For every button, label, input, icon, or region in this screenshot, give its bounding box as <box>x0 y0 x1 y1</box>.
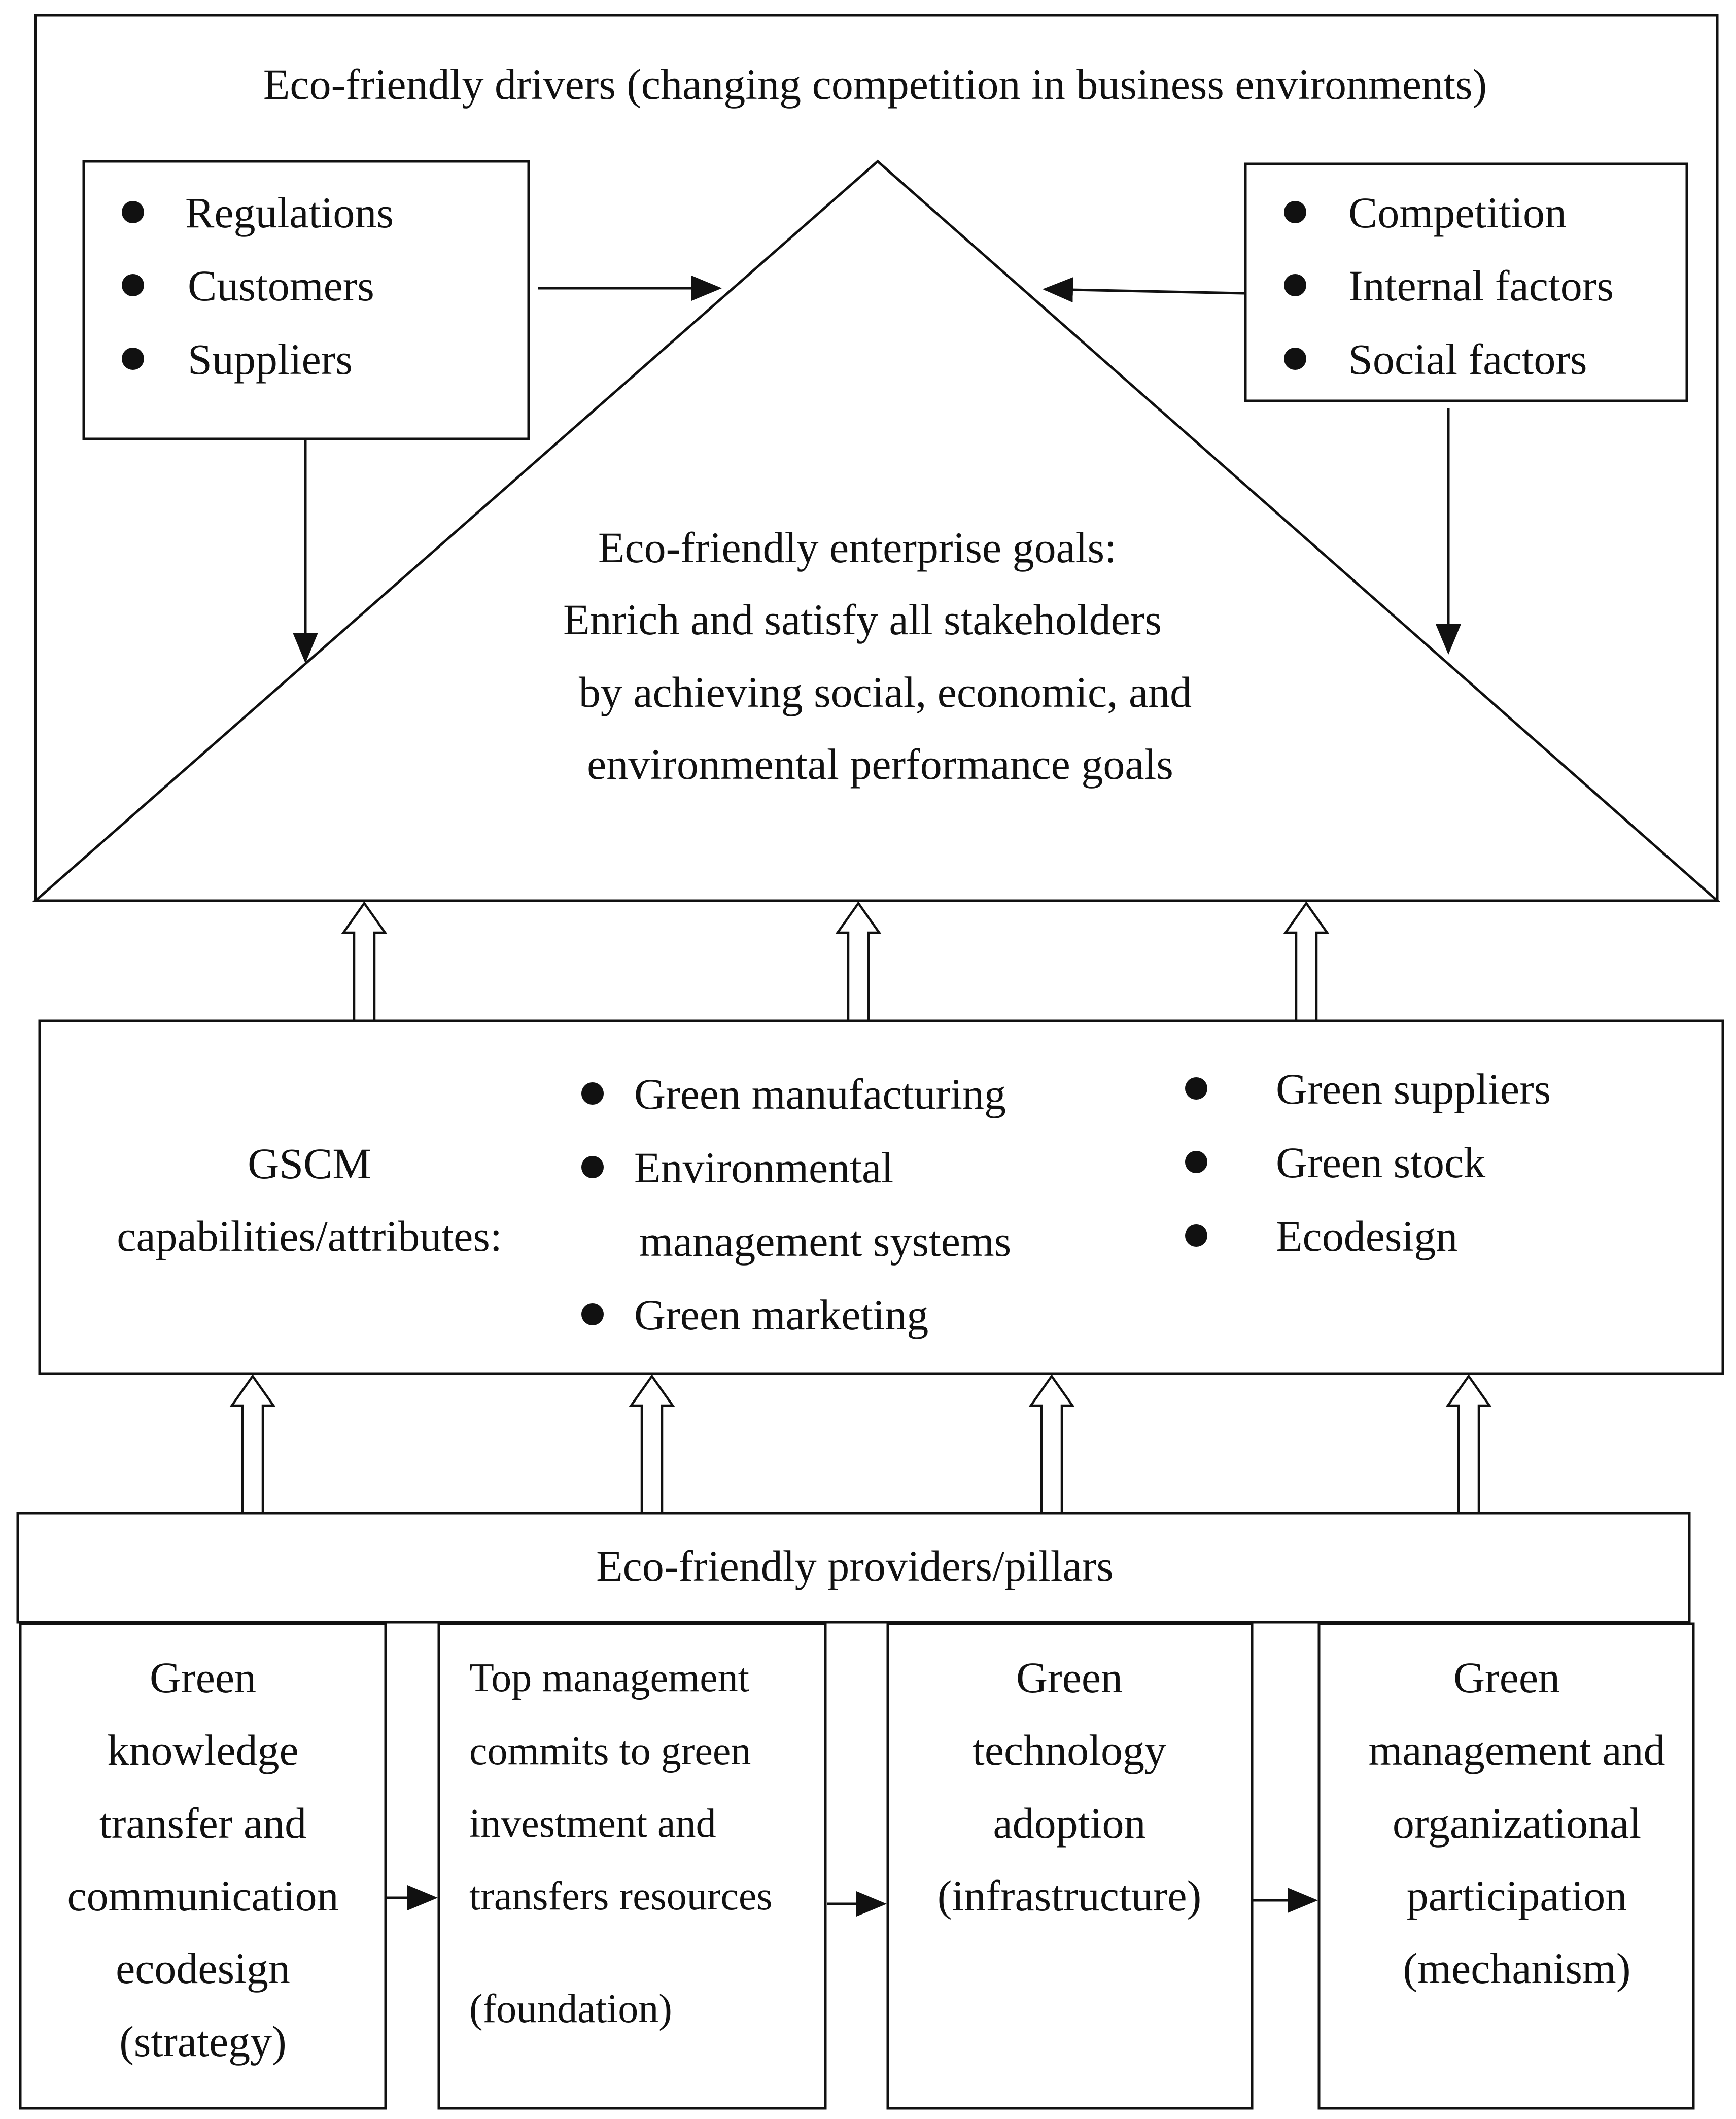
gscm-list-col2: Green suppliers Green stock Ecodesign <box>1185 1065 1551 1260</box>
pillar-box-foundation <box>437 1622 827 2110</box>
bullet <box>1284 201 1306 223</box>
driver-customers: Customers <box>188 261 374 310</box>
pillar-box-strategy <box>19 1622 387 2110</box>
pillar-foundation-line-3: investment and <box>469 1801 716 1846</box>
drivers-left-list: Regulations Customers Suppliers <box>122 188 394 384</box>
pillars-header-box <box>16 1512 1691 1624</box>
goals-triangle <box>32 159 1721 902</box>
driver-internal-factors: Internal factors <box>1348 261 1614 310</box>
hollow-arrow-up <box>1445 1374 1492 1515</box>
pillar-infrastructure-line-3: adoption <box>993 1799 1146 1848</box>
goals-line-1: Eco-friendly enterprise goals: <box>598 523 1117 572</box>
goals-line-2: Enrich and satisfy all stakeholders <box>563 595 1162 644</box>
drivers-right-box <box>1244 162 1688 402</box>
pillar-foundation-line-1: Top management <box>469 1656 749 1700</box>
goals-line-4: environmental performance goals <box>587 740 1173 789</box>
bullet <box>122 274 144 296</box>
gscm-green-stock: Green stock <box>1276 1138 1485 1187</box>
bullet <box>122 201 144 223</box>
pillars-title: Eco-friendly providers/pillars <box>596 1542 1114 1590</box>
pillar-mechanism-line-1: Green <box>1453 1653 1560 1702</box>
hollow-arrow-up <box>835 901 882 1022</box>
gscm-label-line-1: GSCM <box>248 1139 371 1188</box>
drivers-title: Eco-friendly drivers (changing competiti… <box>263 60 1487 109</box>
driver-social-factors: Social factors <box>1348 335 1587 384</box>
pillar-mechanism-line-3: organizational <box>1393 1799 1641 1848</box>
driver-competition: Competition <box>1348 188 1567 237</box>
hollow-arrow-up <box>1283 901 1330 1022</box>
bullet <box>1185 1077 1207 1100</box>
arrow-right-to-triangle <box>1043 277 1244 303</box>
pillar-mechanism-line-2: management and <box>1368 1726 1665 1774</box>
gscm-label-line-2: capabilities/attributes: <box>117 1212 502 1260</box>
driver-regulations: Regulations <box>185 188 394 237</box>
pillar-strategy-line-2: knowledge <box>107 1726 298 1774</box>
pillar-foundation-line-2: commits to green <box>469 1729 751 1773</box>
hollow-arrow-up <box>629 1374 675 1515</box>
pillar-strategy-line-5: ecodesign <box>116 1944 290 1993</box>
drivers-right-list: Competition Internal factors Social fact… <box>1284 188 1614 384</box>
pillar-mechanism-text: Green management and organizational part… <box>1368 1653 1665 1993</box>
driver-suppliers: Suppliers <box>188 335 353 384</box>
hollow-arrow-up <box>1028 1374 1075 1515</box>
bullet <box>1284 274 1306 296</box>
gscm-green-suppliers: Green suppliers <box>1276 1065 1551 1113</box>
pillar-mechanism-line-4: participation <box>1407 1871 1627 1920</box>
pillar-box-mechanism <box>1317 1622 1695 2110</box>
pillar-foundation-text: Top management commits to green investme… <box>469 1656 773 2031</box>
bullet <box>581 1156 604 1178</box>
bullet <box>581 1082 604 1105</box>
gscm-green-manufacturing: Green manufacturing <box>634 1070 1006 1118</box>
pillar-infrastructure-line-4: (infrastructure) <box>938 1871 1202 1920</box>
goals-line-3: by achieving social, economic, and <box>579 668 1192 716</box>
gscm-ecodesign: Ecodesign <box>1276 1212 1457 1260</box>
pillar-foundation-line-6: (foundation) <box>469 1987 672 2031</box>
pillar-strategy-line-6: (strategy) <box>119 2017 287 2066</box>
pillar-box-infrastructure <box>886 1622 1254 2110</box>
bullet <box>581 1303 604 1325</box>
bullet <box>1185 1224 1207 1247</box>
pillar-infrastructure-line-1: Green <box>1016 1653 1123 1702</box>
gscm-green-marketing: Green marketing <box>634 1290 928 1339</box>
gscm-environmental-line-1: Environmental <box>634 1143 893 1192</box>
bullet <box>1284 348 1306 370</box>
hollow-arrow-up <box>341 901 388 1022</box>
gscm-list-col1: Green manufacturing Environmental manage… <box>581 1070 1011 1339</box>
bullet <box>122 348 144 370</box>
bullet <box>1185 1151 1207 1173</box>
pillar-strategy-line-3: transfer and <box>99 1799 306 1848</box>
drivers-left-box <box>82 160 530 440</box>
pillar-infrastructure-line-2: technology <box>973 1726 1166 1774</box>
pillar-strategy-text: Green knowledge transfer and communicati… <box>67 1653 339 2066</box>
pillar-infrastructure-text: Green technology adoption (infrastructur… <box>938 1653 1202 1920</box>
gscm-environmental-line-2: management systems <box>639 1217 1011 1266</box>
pillar-foundation-line-4: transfers resources <box>469 1874 773 1919</box>
pillar-strategy-line-1: Green <box>150 1653 256 1702</box>
gscm-box <box>38 1019 1724 1375</box>
hollow-arrow-up <box>229 1374 276 1515</box>
pillar-strategy-line-4: communication <box>67 1871 339 1920</box>
pillar-mechanism-line-5: (mechanism) <box>1403 1944 1631 1993</box>
